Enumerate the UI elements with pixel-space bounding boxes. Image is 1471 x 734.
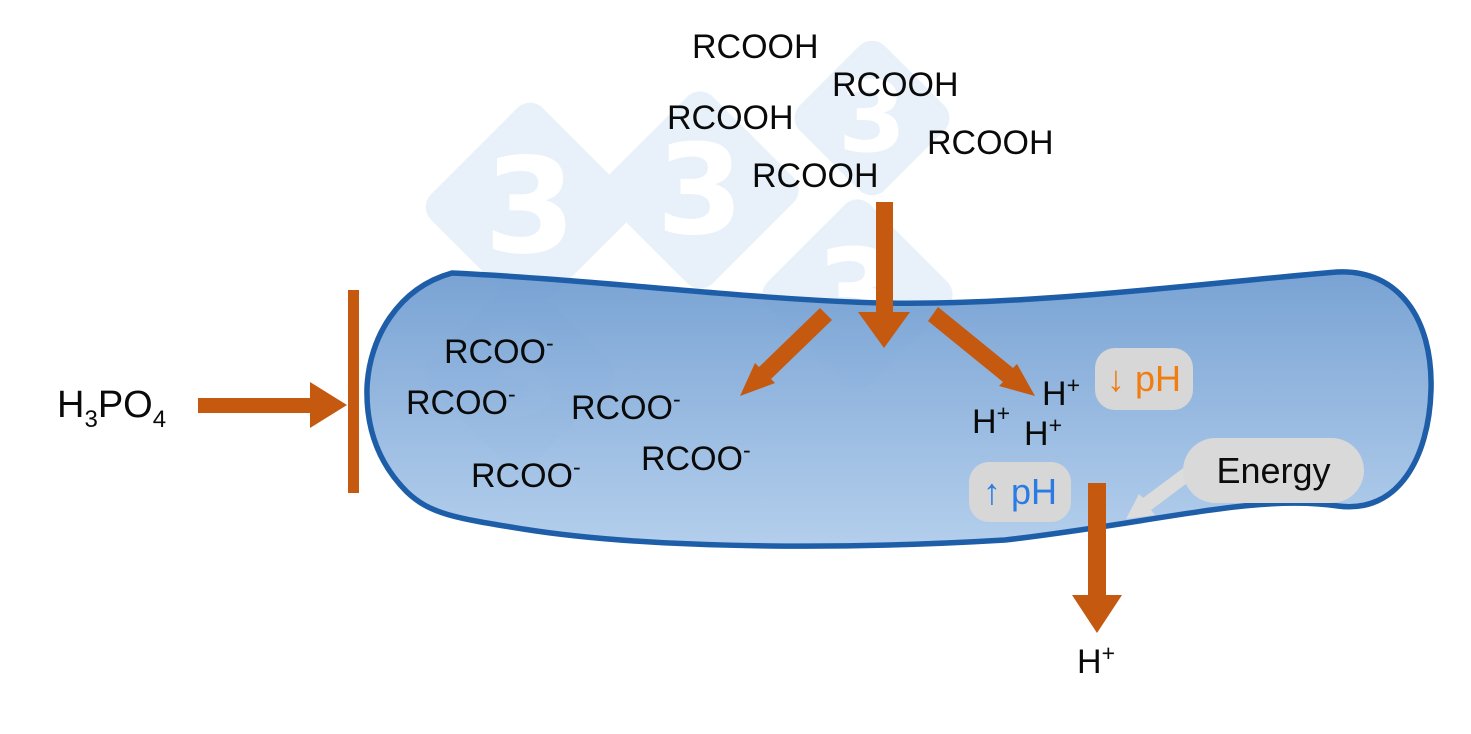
h3po4-sub3: 3 bbox=[84, 406, 98, 433]
membrane-barrier-bar bbox=[348, 290, 359, 493]
proton-label: H+ bbox=[1024, 414, 1062, 453]
rcoo-charge: - bbox=[546, 330, 554, 356]
rcoo-anion-label: RCOO- bbox=[471, 456, 581, 495]
ph-decrease-badge: ↓ pH bbox=[1095, 348, 1193, 410]
proton-base: H bbox=[1077, 643, 1102, 681]
proton-export-arrow bbox=[1072, 483, 1122, 633]
h3po4-label: H3PO4 bbox=[57, 384, 166, 432]
proton-base: H bbox=[1042, 375, 1067, 413]
proton-charge: + bbox=[1048, 412, 1062, 438]
rcoo-base: RCOO bbox=[571, 389, 673, 427]
rcooh-label: RCOOH bbox=[927, 124, 1054, 162]
proton-charge: + bbox=[1101, 640, 1115, 666]
energy-tail-arrow bbox=[1126, 466, 1194, 519]
rcoo-anion-label: RCOO- bbox=[571, 388, 681, 427]
rcoo-base: RCOO bbox=[641, 440, 743, 478]
rcooh-label: RCOOH bbox=[667, 99, 794, 137]
bacterial-cell-membrane bbox=[364, 269, 1434, 549]
rcoo-charge: - bbox=[573, 454, 581, 480]
rcooh-influx-arrow bbox=[858, 202, 910, 348]
energy-text: Energy bbox=[1216, 449, 1331, 491]
rcoo-charge: - bbox=[743, 437, 751, 463]
rcoo-anion-label: RCOO- bbox=[406, 383, 516, 422]
rcooh-label: RCOOH bbox=[752, 157, 879, 195]
h3po4-h: H bbox=[57, 384, 85, 426]
exported-proton-label: H+ bbox=[1077, 642, 1115, 681]
dissociation-arrow-left bbox=[740, 308, 832, 396]
proton-label: H+ bbox=[1042, 374, 1080, 413]
proton-charge: + bbox=[996, 400, 1010, 426]
h3po4-sub4: 4 bbox=[152, 406, 167, 433]
proton-label: H+ bbox=[972, 402, 1010, 441]
h3po4-arrow bbox=[198, 382, 347, 428]
rcoo-base: RCOO bbox=[444, 333, 546, 371]
ph-increase-badge: ↑ pH bbox=[969, 462, 1071, 522]
rcoo-anion-label: RCOO- bbox=[444, 332, 554, 371]
rcoo-anion-label: RCOO- bbox=[641, 439, 751, 478]
energy-badge: Energy bbox=[1183, 438, 1364, 503]
rcooh-label: RCOOH bbox=[832, 66, 959, 104]
ph-increase-text: ↑ pH bbox=[982, 471, 1058, 512]
rcoo-base: RCOO bbox=[471, 457, 573, 495]
ph-decrease-text: ↓ pH bbox=[1106, 358, 1182, 399]
rcoo-charge: - bbox=[508, 381, 516, 407]
proton-base: H bbox=[972, 403, 997, 441]
dissociation-arrow-right bbox=[928, 307, 1035, 396]
proton-charge: + bbox=[1066, 372, 1080, 398]
rcoo-base: RCOO bbox=[406, 384, 508, 422]
proton-base: H bbox=[1024, 415, 1049, 453]
rcooh-label: RCOOH bbox=[692, 28, 819, 66]
rcoo-charge: - bbox=[673, 386, 681, 412]
h3po4-po: PO bbox=[97, 384, 153, 426]
